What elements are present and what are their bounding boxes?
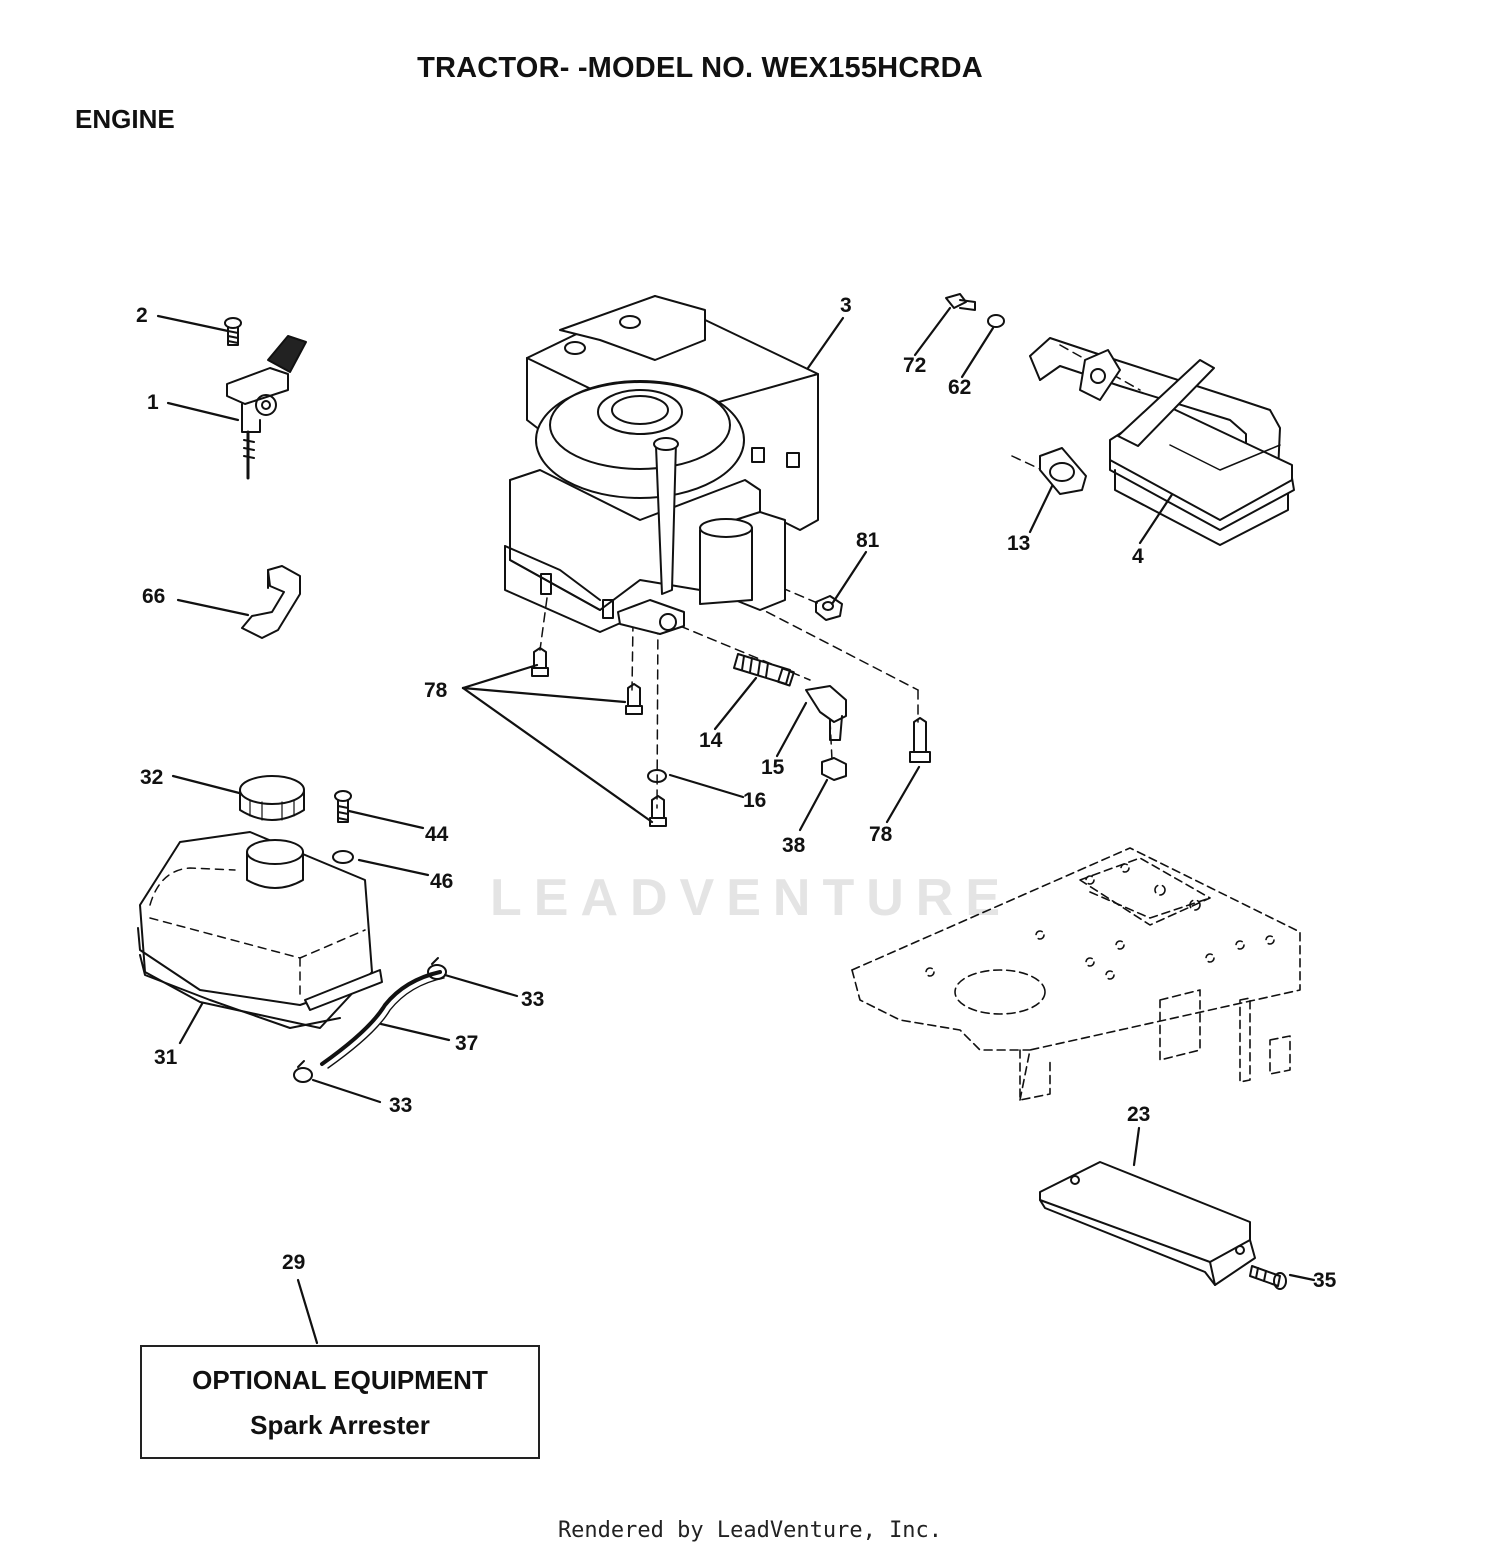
part-fuel-cap-32 bbox=[239, 775, 305, 821]
optional-equipment-item: Spark Arrester bbox=[250, 1410, 430, 1440]
callout-label-33-upper: 33 bbox=[521, 988, 545, 1011]
part-engine-3 bbox=[504, 295, 819, 635]
callout-label-33-lower: 33 bbox=[389, 1094, 413, 1117]
part-screw-44 bbox=[334, 790, 352, 823]
section-heading: ENGINE bbox=[75, 104, 175, 134]
part-clip-66 bbox=[241, 565, 301, 639]
callout-label-1: 1 bbox=[147, 391, 159, 414]
callout-label-44: 44 bbox=[425, 823, 449, 846]
callout-label-78-left: 78 bbox=[424, 679, 448, 702]
callout-label-72: 72 bbox=[903, 354, 927, 377]
part-clamp-33-upper bbox=[427, 957, 447, 980]
part-muffler-4 bbox=[1029, 337, 1295, 546]
part-nut-81 bbox=[815, 595, 843, 621]
part-gasket-13 bbox=[1039, 447, 1087, 495]
callout-label-35: 35 bbox=[1313, 1269, 1337, 1292]
callout-label-38: 38 bbox=[782, 834, 806, 857]
part-washer-16 bbox=[647, 769, 667, 783]
callout-label-62: 62 bbox=[948, 376, 972, 399]
part-throttle-bracket-1 bbox=[226, 335, 307, 480]
callout-label-66: 66 bbox=[142, 585, 166, 608]
optional-equipment-box: OPTIONAL EQUIPMENT Spark Arrester bbox=[140, 1345, 540, 1459]
part-elbow-15 bbox=[805, 685, 847, 741]
part-fuel-line-37 bbox=[320, 970, 445, 1069]
footer-credit: Rendered by LeadVenture, Inc. bbox=[557, 1518, 943, 1543]
callout-label-46: 46 bbox=[430, 870, 454, 893]
callout-label-37: 37 bbox=[455, 1032, 479, 1055]
part-screw-35 bbox=[1249, 1265, 1287, 1290]
part-fuel-tank-31 bbox=[137, 831, 383, 1029]
part-bolt-72 bbox=[945, 293, 976, 311]
callout-label-23: 23 bbox=[1127, 1103, 1151, 1126]
callout-label-78-right: 78 bbox=[869, 823, 893, 846]
chassis-frame bbox=[851, 847, 1301, 1101]
page-title: TRACTOR- -MODEL NO. WEX155HCRDA bbox=[417, 52, 983, 84]
part-clamp-33-lower bbox=[293, 1060, 313, 1083]
part-shield-23 bbox=[1039, 1161, 1256, 1286]
part-fitting-14 bbox=[733, 653, 795, 687]
callout-label-15: 15 bbox=[761, 756, 785, 779]
part-screw-2 bbox=[224, 317, 242, 346]
callout-label-2: 2 bbox=[136, 304, 148, 327]
callout-label-16: 16 bbox=[743, 789, 767, 812]
callout-label-3: 3 bbox=[840, 294, 852, 317]
callout-label-31: 31 bbox=[154, 1046, 178, 1069]
optional-equipment-title: OPTIONAL EQUIPMENT bbox=[192, 1365, 488, 1395]
callout-label-81: 81 bbox=[856, 529, 880, 552]
callout-label-4: 4 bbox=[1132, 545, 1144, 568]
leader-lines bbox=[156, 306, 1316, 1345]
callout-label-32: 32 bbox=[140, 766, 164, 789]
part-nut-38 bbox=[821, 757, 847, 781]
callout-label-29: 29 bbox=[282, 1251, 306, 1274]
callout-label-13: 13 bbox=[1007, 532, 1031, 555]
callout-label-14: 14 bbox=[699, 729, 723, 752]
part-bolts-78 bbox=[531, 647, 931, 827]
watermark: LEADVENTURE bbox=[490, 869, 1013, 927]
part-washer-62 bbox=[987, 314, 1005, 328]
part-washer-46 bbox=[332, 850, 354, 864]
